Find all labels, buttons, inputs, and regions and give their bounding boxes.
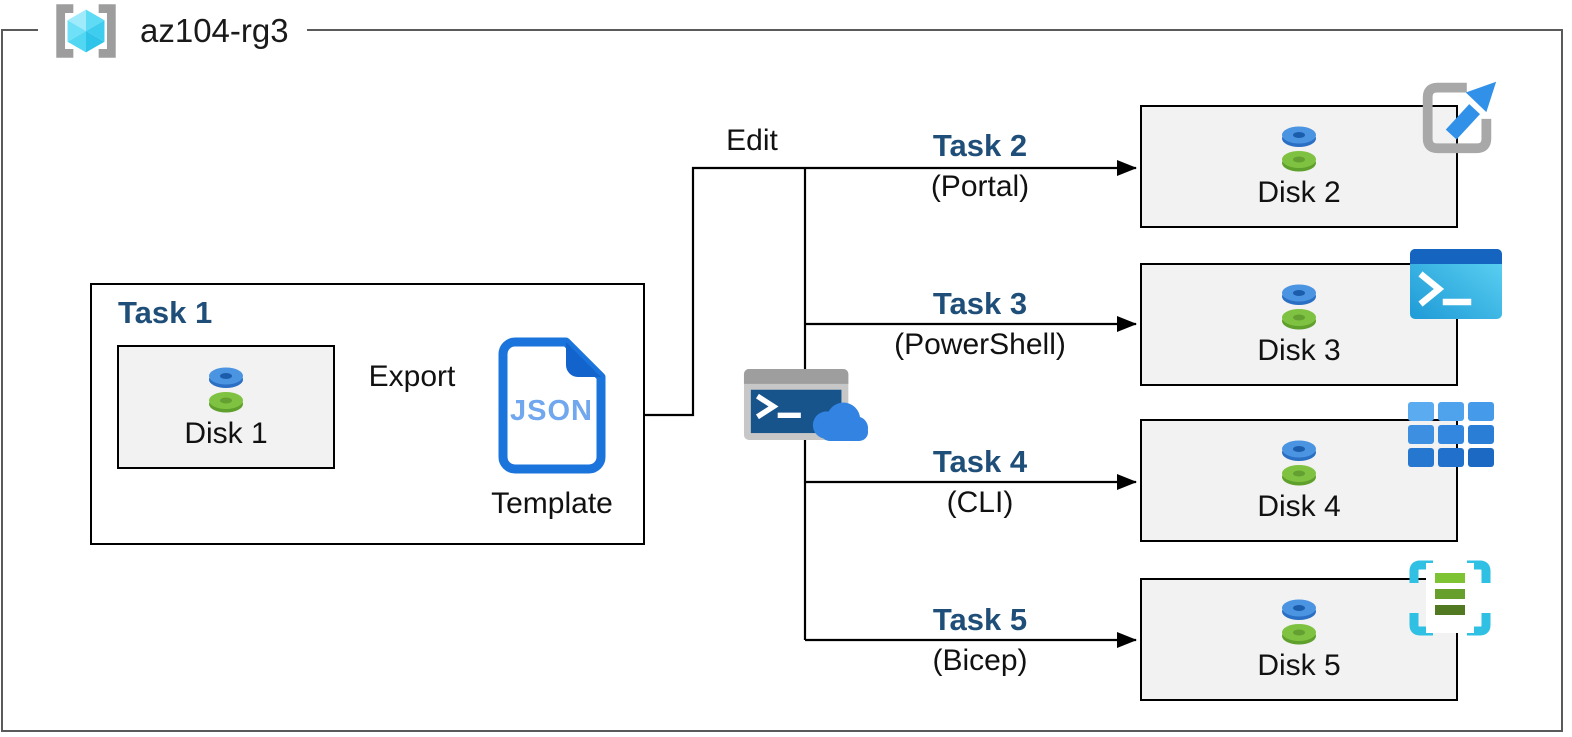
disk3-box: Disk 3 bbox=[1140, 263, 1458, 386]
disk1-label: Disk 1 bbox=[184, 416, 268, 450]
json-template-icon: JSON bbox=[494, 335, 609, 477]
json-document-icon bbox=[498, 337, 606, 474]
bicep-icon bbox=[1409, 560, 1491, 636]
resource-group-icon bbox=[56, 4, 116, 58]
task2-labels: Task 2 (Portal) bbox=[880, 128, 1080, 204]
edit-label: Edit bbox=[726, 124, 778, 157]
task2-method: (Portal) bbox=[930, 170, 1030, 203]
azure-cli-icon bbox=[1408, 402, 1494, 467]
task2-title: Task 2 bbox=[932, 128, 1028, 163]
powershell-icon bbox=[1410, 249, 1502, 319]
managed-disk-icon bbox=[1282, 440, 1316, 486]
task4-method: (CLI) bbox=[946, 486, 1014, 519]
task1-title: Task 1 bbox=[118, 295, 213, 330]
resource-group-border bbox=[1, 29, 1563, 732]
task4-title: Task 4 bbox=[932, 444, 1028, 479]
managed-disk-icon bbox=[1282, 284, 1316, 330]
json-file-type-label: JSON bbox=[510, 395, 593, 427]
task5-method: (Bicep) bbox=[932, 644, 1028, 677]
task4-labels: Task 4 (CLI) bbox=[880, 444, 1080, 520]
task5-title: Task 5 bbox=[932, 602, 1028, 637]
resource-group-header: az104-rg3 bbox=[38, 0, 307, 62]
task3-title: Task 3 bbox=[932, 286, 1028, 321]
disk4-label: Disk 4 bbox=[1257, 490, 1341, 523]
disk3-label: Disk 3 bbox=[1257, 334, 1341, 367]
managed-disk-icon bbox=[1282, 599, 1316, 645]
managed-disk-icon bbox=[209, 367, 243, 412]
disk1-box: Disk 1 bbox=[117, 345, 335, 469]
task3-method: (PowerShell) bbox=[894, 328, 1066, 361]
template-label: Template bbox=[491, 487, 613, 520]
task1-container: Task 1 Disk 1 bbox=[90, 283, 645, 545]
cloud-shell-icon bbox=[743, 369, 869, 441]
managed-disk-icon bbox=[1282, 126, 1316, 172]
disk5-label: Disk 5 bbox=[1257, 649, 1341, 682]
task5-labels: Task 5 (Bicep) bbox=[880, 602, 1080, 678]
disk5-box: Disk 5 bbox=[1140, 578, 1458, 701]
disk4-box: Disk 4 bbox=[1140, 419, 1458, 542]
resource-group-name: az104-rg3 bbox=[140, 12, 289, 49]
azure-portal-icon bbox=[1422, 81, 1497, 154]
disk2-box: Disk 2 bbox=[1140, 105, 1458, 228]
disk2-label: Disk 2 bbox=[1257, 176, 1341, 209]
task3-labels: Task 3 (PowerShell) bbox=[880, 286, 1080, 362]
export-label: Export bbox=[368, 360, 456, 393]
